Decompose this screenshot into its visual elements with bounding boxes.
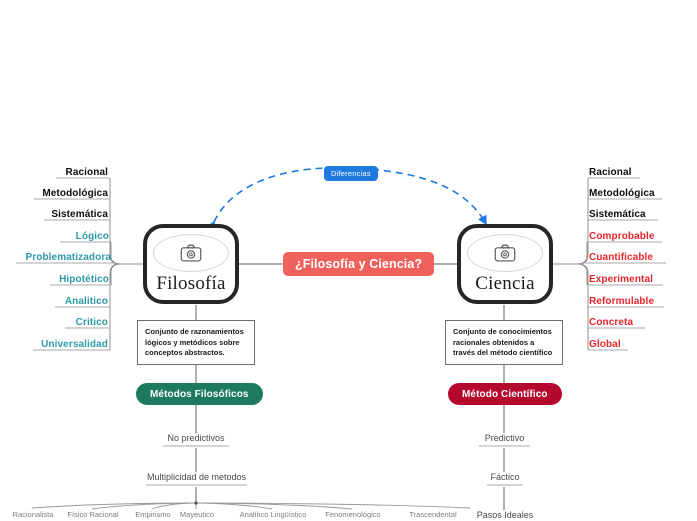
attr-right-metodologica[interactable]: Metodológica: [589, 188, 655, 199]
camera-icon: [494, 244, 516, 262]
leaf-label-fenomenologico[interactable]: Fenomenológico: [325, 510, 381, 519]
attr-right-comprobable[interactable]: Comprobable: [589, 231, 655, 242]
leaf-label-empirismo[interactable]: Empirismo: [135, 510, 171, 519]
sub-label-predictivo[interactable]: Predictivo: [484, 433, 525, 443]
attr-left-racional[interactable]: Racional: [65, 167, 108, 178]
attr-right-cuantificable[interactable]: Cuantificable: [589, 252, 654, 263]
attr-left-logico[interactable]: Lógico: [75, 231, 109, 242]
sub-label-multiplicidad-metodos[interactable]: Multiplicidad de metodos: [146, 472, 247, 482]
attr-left-hipotetico[interactable]: Hipotético: [59, 274, 109, 285]
topic-title-filosofia: Filosofía: [156, 273, 226, 294]
attr-left-universalidad[interactable]: Universalidad: [41, 339, 108, 350]
leaf-label-fisico-racional[interactable]: Físico Racional: [67, 510, 119, 519]
sub-label-factico[interactable]: Fáctico: [490, 472, 520, 482]
method-pill-metodos-filosoficos[interactable]: Métodos Filosóficos: [136, 383, 263, 405]
topic-node-ciencia[interactable]: Ciencia: [457, 224, 553, 304]
attr-right-global[interactable]: Global: [589, 339, 621, 350]
topic-node-filosofia[interactable]: Filosofía: [143, 224, 239, 304]
leaf-label-analitico-linguistico[interactable]: Analítico Lingüístico: [239, 510, 307, 519]
topic-title-ciencia: Ciencia: [475, 273, 535, 294]
leaf-label-racionalista[interactable]: Racionalista: [12, 510, 54, 519]
diferencias-badge[interactable]: Diferencias: [324, 166, 378, 181]
attr-left-critico[interactable]: Critico: [75, 317, 108, 328]
attr-right-experimental[interactable]: Experimental: [589, 274, 654, 285]
camera-icon: [180, 244, 202, 262]
sub-label-no-predictivos[interactable]: No predictivos: [167, 433, 225, 443]
attr-right-racional[interactable]: Racional: [589, 167, 632, 178]
attr-right-reformulable[interactable]: Reformulable: [589, 296, 655, 307]
sub-label-pasos-ideales[interactable]: Pasos Ideales: [476, 510, 534, 520]
topic-image-placeholder: [467, 234, 543, 272]
center-question-pill[interactable]: ¿Filosofía y Ciencia?: [283, 252, 435, 276]
topic-image-placeholder: [153, 234, 229, 272]
attr-left-sistematica[interactable]: Sistemática: [51, 209, 108, 220]
description-box-ciencia: Conjunto de conocimientos racionales obt…: [445, 320, 563, 365]
attr-left-problematizadora[interactable]: Problematizadora: [25, 252, 111, 263]
description-box-filosofia: Conjunto de razonamientos lógicos y metó…: [137, 320, 255, 365]
attr-right-concreta[interactable]: Concreta: [589, 317, 634, 328]
method-pill-metodo-cientifico[interactable]: Método Científico: [448, 383, 562, 405]
leaf-label-mayeutico[interactable]: Mayeutico: [179, 510, 215, 519]
attr-right-sistematica[interactable]: Sistemática: [589, 209, 646, 220]
leaf-label-trascendental[interactable]: Trascendental: [409, 510, 457, 519]
attr-left-analitico[interactable]: Analitico: [64, 296, 108, 307]
attr-left-metodologica[interactable]: Metodológica: [42, 188, 108, 199]
